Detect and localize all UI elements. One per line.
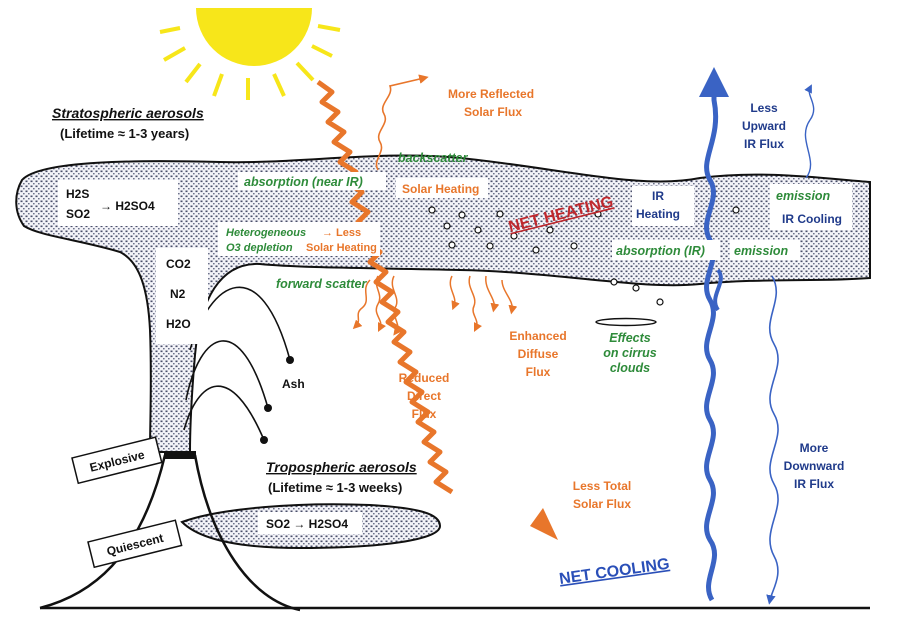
upward-ir-arrow-inner [713, 268, 723, 312]
heterogeneous-label: Heterogeneous [226, 227, 306, 239]
less-upward-label-3: IR Flux [744, 137, 784, 151]
ir-heating-label-1: IR [652, 189, 664, 203]
more-reflected-label-1: More Reflected [448, 87, 534, 101]
quiescent-box: Quiescent [87, 519, 183, 569]
absorption-ir-label: absorption (IR) [616, 244, 705, 258]
thin-upward-ir-arrow [804, 84, 815, 179]
sun-rays [159, 24, 341, 100]
less-total-label-2: Solar Flux [573, 497, 631, 511]
less-upward-label-1: Less [750, 101, 778, 115]
backscatter-label: backscatter [398, 151, 469, 165]
trop-title: Tropospheric aerosols [266, 459, 417, 475]
ir-heating-label-2: Heating [636, 207, 680, 221]
reduced-label-1: Reduced [399, 371, 450, 385]
reduced-label-3: Flux [412, 407, 437, 421]
volcano-crater [164, 451, 196, 459]
less-solar-heating-label: Solar Heating [306, 242, 377, 254]
strat-title: Stratospheric aerosols [52, 105, 204, 121]
o3-depletion-label: O3 depletion [226, 242, 293, 254]
enhanced-label-2: Diffuse [518, 347, 559, 361]
ash-particles [260, 356, 294, 444]
emission-cooling-box [770, 184, 852, 230]
ash-label: Ash [282, 377, 305, 391]
emission-box [730, 240, 800, 260]
ir-cooling-label: IR Cooling [782, 212, 842, 226]
solar-heating-label: Solar Heating [402, 182, 479, 196]
h2so4-label: → H2SO4 [100, 199, 155, 213]
more-down-label-1: More [800, 441, 829, 455]
co2-label: CO2 [166, 257, 191, 271]
reflected-solar-arrow [375, 74, 429, 171]
absorption-near-ir-box [238, 172, 386, 190]
forward-scatter-rays [352, 275, 518, 336]
sun-icon [196, 8, 312, 66]
absorption-near-ir-label: absorption (near IR) [244, 175, 363, 189]
cirrus-cloud [595, 317, 657, 327]
plume-gases-box [156, 248, 208, 344]
net-cooling-label: NET COOLING [558, 556, 670, 588]
trop-reaction-box [258, 512, 362, 534]
strat-lifetime: (Lifetime ≈ 1-3 years) [60, 126, 189, 141]
upward-ir-arrow [699, 67, 729, 602]
h2s-label: H2S [66, 187, 89, 201]
trop-lifetime: (Lifetime ≈ 1-3 weeks) [268, 480, 402, 495]
less-label: → Less [322, 227, 361, 239]
emission-label-2: emission [776, 189, 831, 203]
less-upward-label-2: Upward [742, 119, 786, 133]
cirrus-label-3: clouds [610, 361, 650, 375]
net-cooling-group: NET COOLING [558, 556, 670, 588]
absorption-ir-box [612, 240, 720, 260]
downward-ir-arrow [766, 275, 779, 605]
more-reflected-label-2: Solar Flux [464, 105, 522, 119]
so2-label: SO2 [66, 207, 90, 221]
forward-scatter-label: forward scatter [276, 277, 367, 291]
strat-reaction-box [58, 180, 178, 226]
reduced-label-2: Direct [407, 389, 441, 403]
enhanced-label-3: Flux [526, 365, 551, 379]
heterogeneous-box [218, 222, 380, 256]
ir-heating-box [632, 186, 694, 226]
trop-reaction-label: SO2 → H2SO4 [266, 517, 348, 531]
cirrus-label-2: on cirrus [603, 346, 657, 360]
volcano [39, 454, 301, 612]
less-total-label-1: Less Total [573, 479, 631, 493]
more-down-label-3: IR Flux [794, 477, 834, 491]
solar-heating-box [396, 178, 488, 198]
enhanced-label-1: Enhanced [509, 329, 566, 343]
cirrus-label-1: Effects [609, 331, 651, 345]
h2o-label: H2O [166, 317, 191, 331]
explosive-box: Explosive [71, 436, 163, 485]
more-down-label-2: Downward [784, 459, 845, 473]
emission-label: emission [734, 244, 789, 258]
n2-label: N2 [170, 287, 186, 301]
incoming-solar-beam [316, 79, 454, 495]
solar-arrowhead [530, 508, 558, 540]
